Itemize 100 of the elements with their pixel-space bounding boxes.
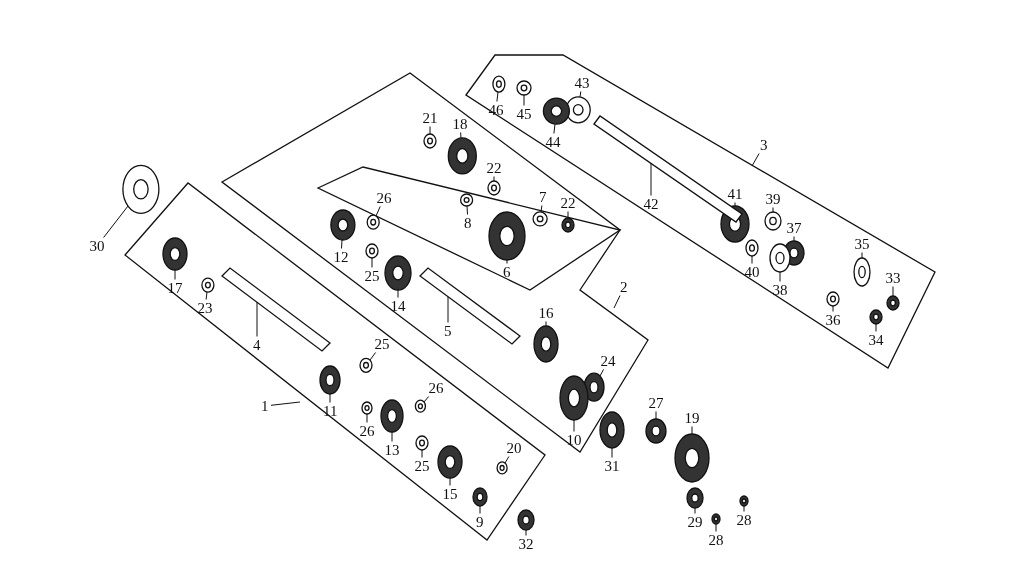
washer-drawing [414, 399, 427, 413]
callout-number: 42 [642, 196, 660, 212]
callout-number: 26 [375, 190, 393, 206]
callout-number: 15 [441, 486, 459, 502]
callout-number: 26 [427, 380, 445, 396]
gear-drawing [869, 309, 883, 325]
washer-drawing [365, 243, 379, 259]
leader-line [375, 206, 381, 217]
washer-drawing [769, 243, 791, 273]
leader-line [793, 236, 795, 242]
leader-line [506, 259, 508, 264]
callout-number: 12 [332, 249, 350, 265]
washer-drawing [201, 277, 215, 293]
leader-line [751, 153, 760, 167]
gear-drawing [645, 418, 667, 444]
shaft-drawing [593, 115, 743, 223]
washer-drawing [496, 461, 508, 475]
callout-number: 11 [322, 403, 339, 419]
gear-drawing [330, 209, 356, 241]
leader-line [694, 507, 696, 514]
callout-number: 17 [166, 280, 184, 296]
gear-drawing [561, 217, 575, 233]
leader-line [691, 426, 693, 435]
leader-line [329, 393, 331, 403]
callout-number: 7 [538, 189, 548, 205]
leader-line [523, 94, 525, 106]
callout-number: 29 [686, 514, 704, 530]
leader-line [421, 449, 423, 458]
leader-line [892, 286, 894, 297]
callout-number: 22 [559, 195, 577, 211]
callout-number: 4 [252, 337, 262, 353]
leader-line [875, 323, 877, 332]
washer-drawing [826, 291, 840, 307]
callout-number: 33 [884, 270, 902, 286]
callout-number: 28 [707, 532, 725, 548]
callout-number: 13 [383, 442, 401, 458]
callout-number: 37 [785, 220, 803, 236]
callout-number: 25 [373, 336, 391, 352]
callout-number: 9 [475, 514, 485, 530]
gear-drawing [380, 399, 404, 433]
leader-line [579, 91, 582, 98]
washer-drawing [423, 133, 437, 149]
gear-drawing [533, 325, 559, 363]
washer-drawing [487, 180, 501, 196]
callout-number: 40 [743, 264, 761, 280]
callout-number: 18 [451, 116, 469, 132]
callout-number: 23 [196, 300, 214, 316]
leader-line [397, 289, 399, 298]
leader-line [270, 401, 301, 406]
callout-number: 31 [603, 458, 621, 474]
gear-drawing [437, 445, 463, 479]
leader-line [256, 301, 258, 337]
callout-number: 3 [759, 137, 769, 153]
leader-line [611, 447, 613, 458]
callout-number: 10 [565, 432, 583, 448]
leader-line [772, 207, 774, 213]
callout-number: 24 [599, 353, 617, 369]
callout-number: 22 [485, 160, 503, 176]
gear-drawing [319, 365, 341, 395]
callout-number: 25 [413, 458, 431, 474]
leader-line [460, 132, 462, 139]
leader-line [861, 252, 863, 259]
gear-drawing [447, 137, 477, 175]
leader-line [504, 456, 510, 464]
callout-number: 32 [517, 536, 535, 552]
gear-drawing [674, 433, 710, 483]
washer-drawing [532, 211, 548, 227]
callout-number: 46 [487, 102, 505, 118]
leader-line [567, 211, 569, 219]
leader-line [751, 255, 753, 264]
washer-drawing [764, 211, 782, 231]
callout-number: 39 [764, 191, 782, 207]
gear-drawing [559, 375, 589, 421]
leader-line [743, 505, 745, 512]
leader-line [479, 505, 481, 514]
washer-drawing [745, 239, 759, 257]
callout-number: 21 [421, 110, 439, 126]
callout-number: 1 [260, 398, 270, 414]
leader-line [466, 205, 468, 215]
callout-number: 44 [544, 134, 562, 150]
callout-number: 19 [683, 410, 701, 426]
leader-line [103, 205, 129, 238]
leader-line [734, 202, 736, 207]
washer-drawing [361, 401, 373, 415]
callout-number: 30 [88, 238, 106, 254]
leader-line [599, 369, 604, 377]
callout-number: 16 [537, 305, 555, 321]
callout-number: 35 [853, 236, 871, 252]
gear-drawing [599, 411, 625, 449]
leader-line [205, 291, 208, 300]
leader-line [553, 123, 556, 134]
leader-line [174, 269, 176, 280]
leader-line [715, 523, 717, 532]
callout-number: 25 [363, 268, 381, 284]
leader-line [650, 162, 652, 196]
leader-line [391, 431, 393, 442]
leader-line [447, 296, 449, 323]
callout-number: 28 [735, 512, 753, 528]
gear-drawing [488, 211, 526, 261]
leader-line [540, 205, 543, 213]
